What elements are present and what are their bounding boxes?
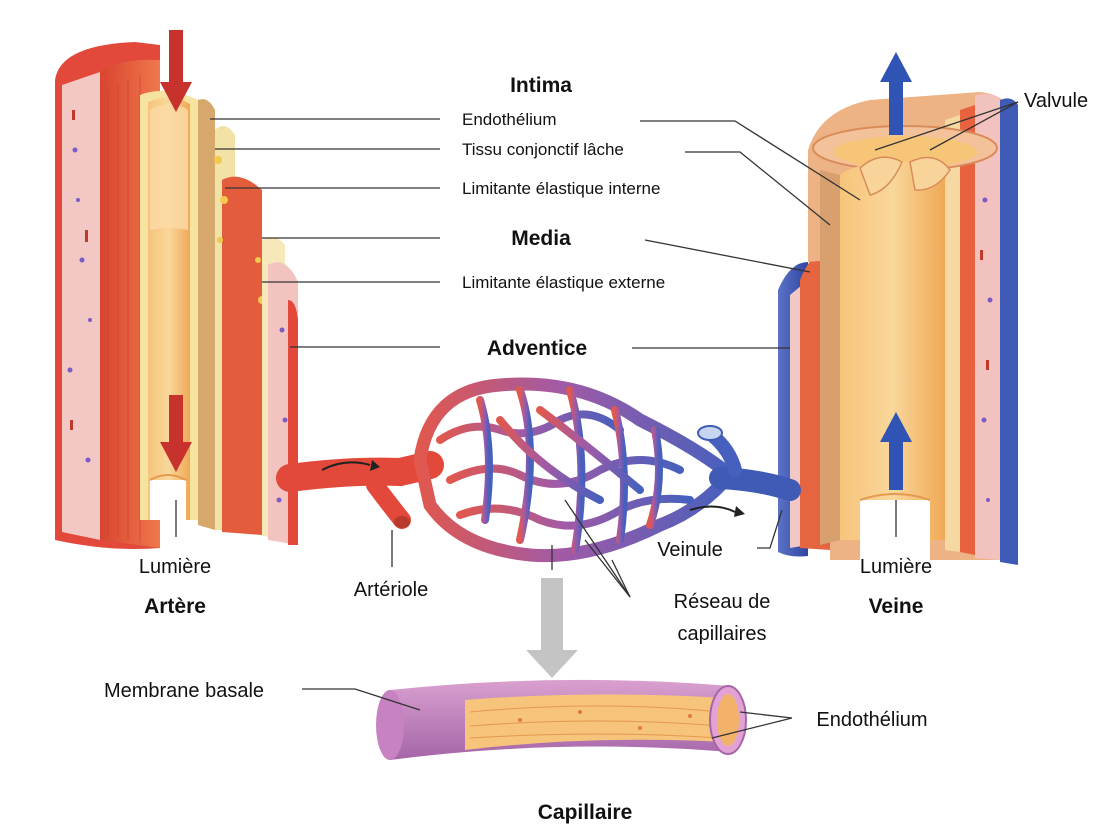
label-endothelium-capillary: Endothélium [816,709,927,731]
artery-illustration [55,30,298,549]
label-external-elastic-lamina: Limitante élastique externe [462,273,665,292]
label-valvule: Valvule [1024,90,1088,112]
label-adventice: Adventice [487,337,587,360]
label-lumen-artery: Lumière [139,556,211,578]
label-internal-elastic-lamina: Limitante élastique interne [462,179,660,198]
label-endothelium-top: Endothélium [462,110,557,129]
capillary-illustration [376,680,746,760]
label-vein: Veine [869,595,924,618]
label-capillary: Capillaire [538,801,633,824]
label-venule: Veinule [657,539,723,561]
label-media: Media [511,227,571,250]
label-arteriole: Artériole [354,579,428,601]
label-capillary-network-line1: Réseau de [674,591,771,613]
vein-illustration [778,52,1018,565]
label-artery: Artère [144,595,206,618]
label-basal-membrane: Membrane basale [104,680,264,702]
label-capillary-network-line2: capillaires [678,623,767,645]
label-intima: Intima [510,74,572,97]
label-lumen-vein: Lumière [860,556,932,578]
label-loose-connective-tissue: Tissu conjonctif lâche [462,140,624,159]
